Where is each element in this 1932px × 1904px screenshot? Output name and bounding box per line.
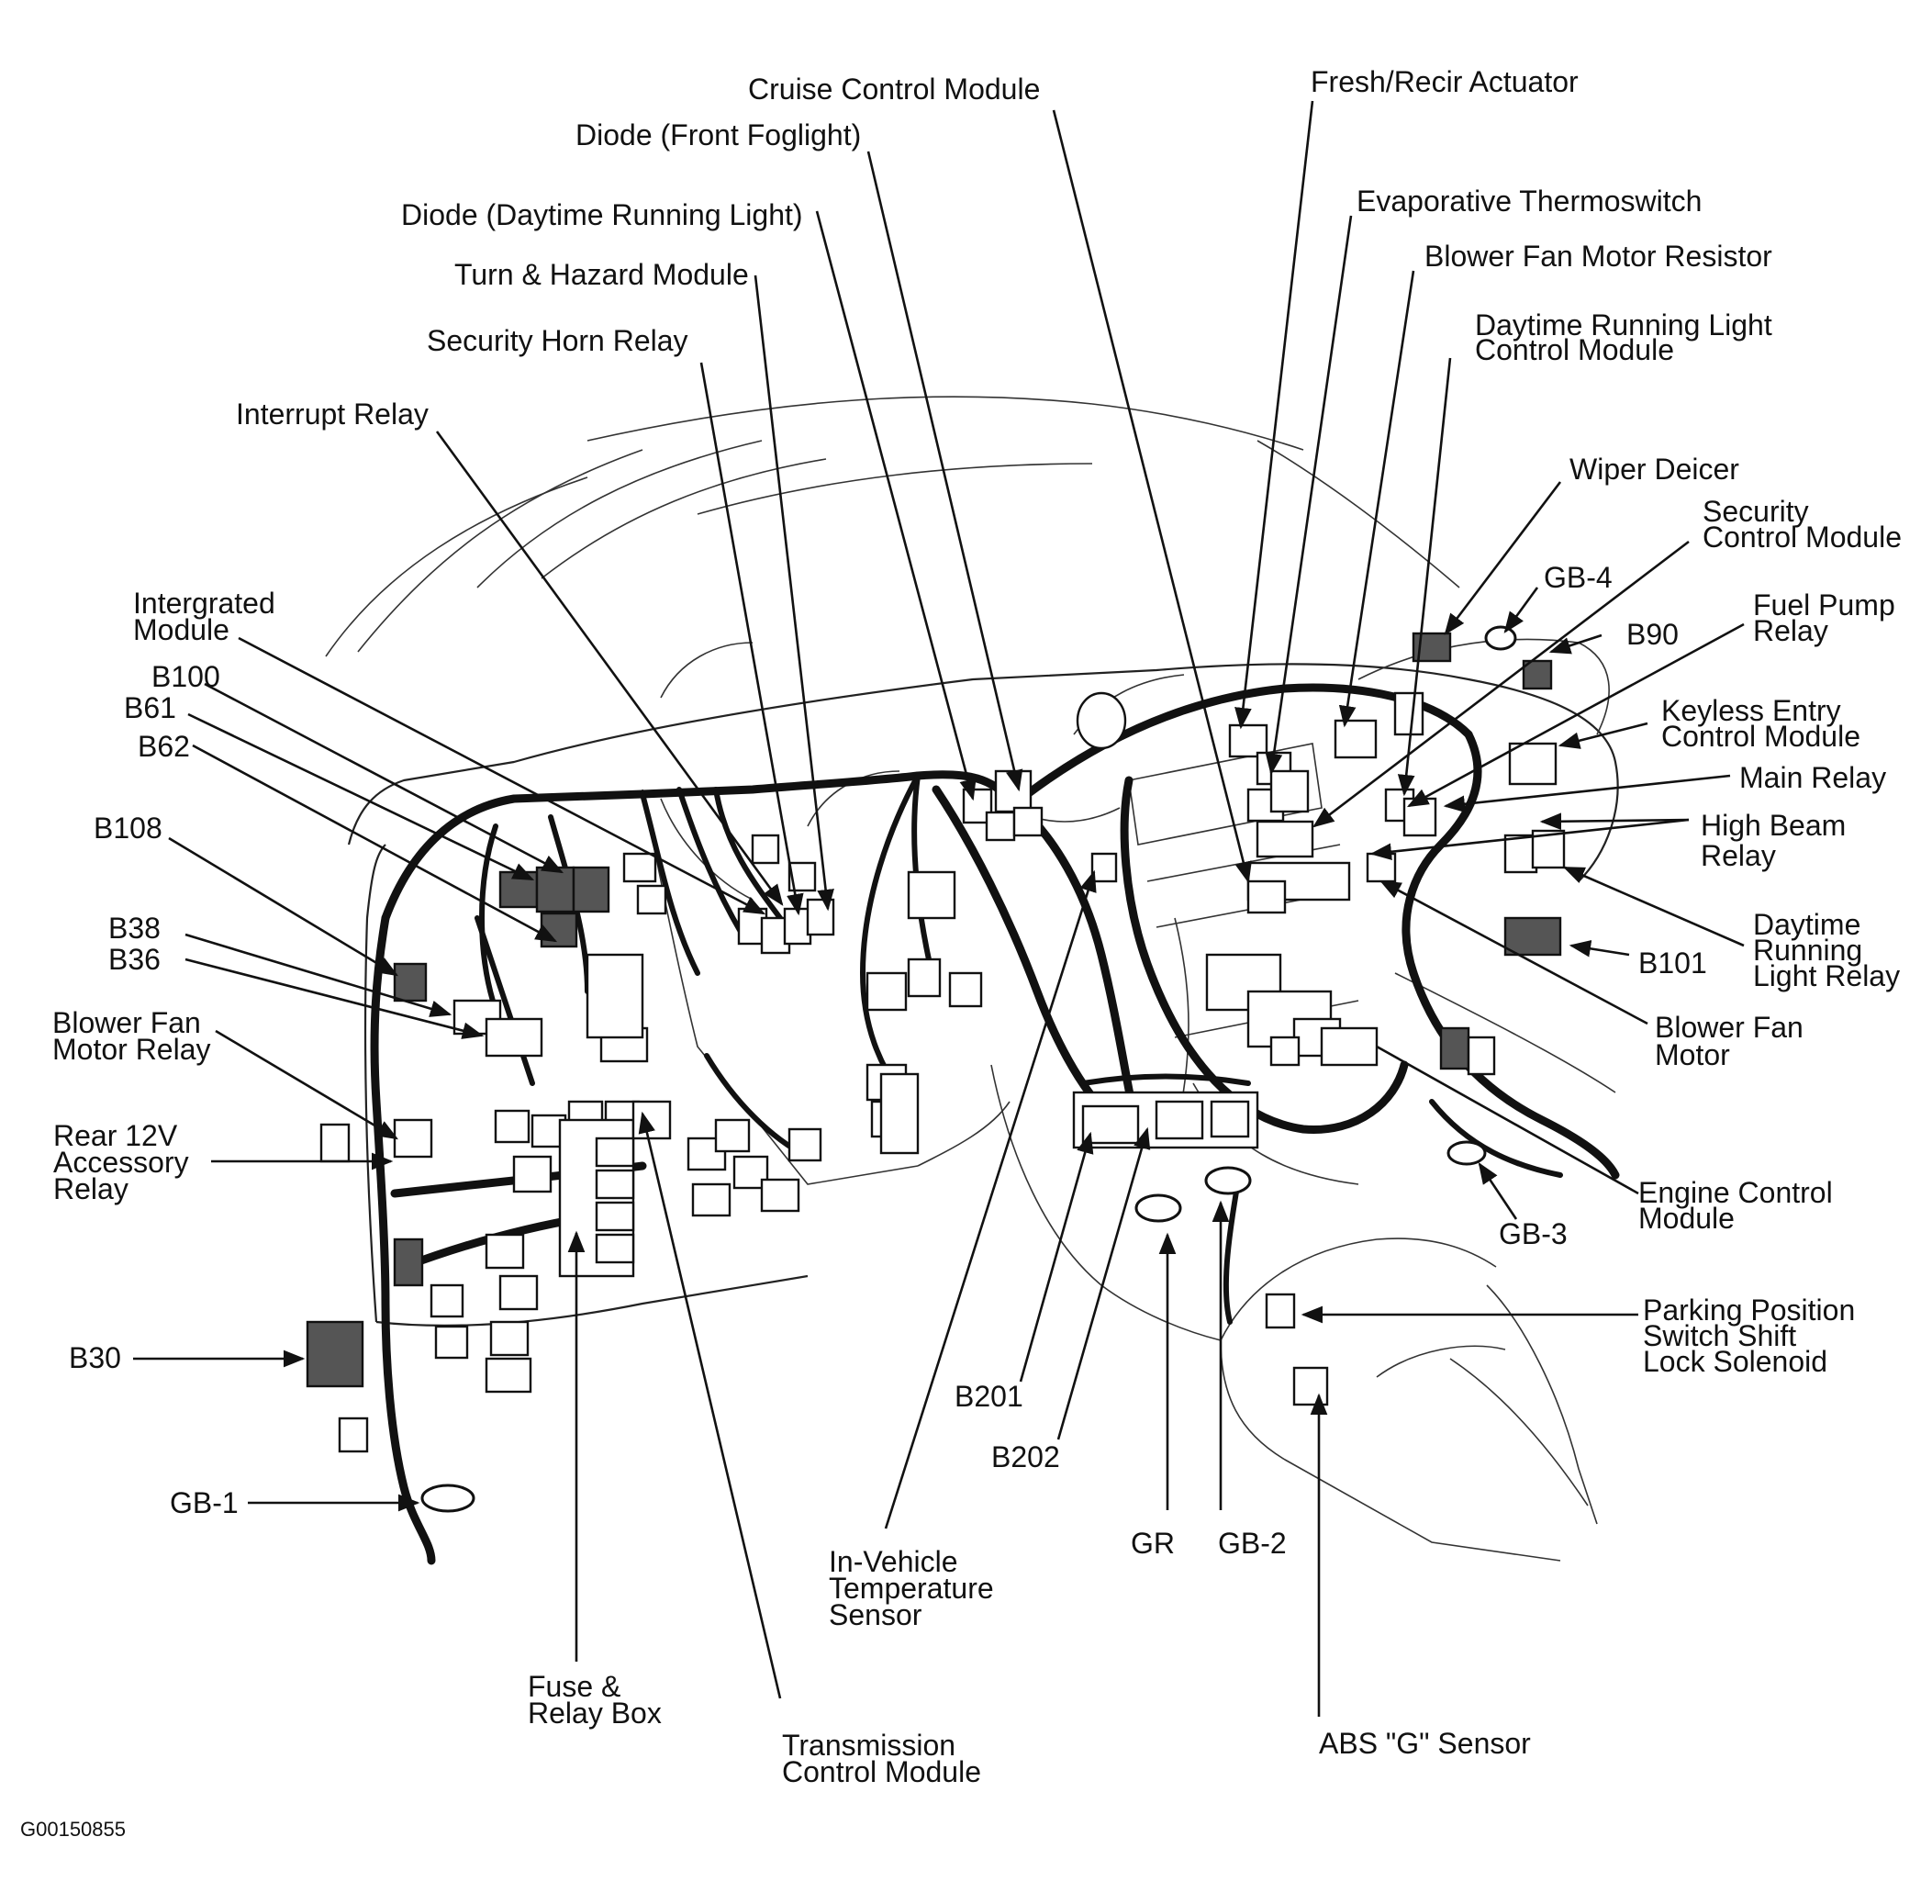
label-fuse-relay-box: Fuse &	[528, 1670, 620, 1703]
label-fuel-pump-relay: Fuel Pump	[1753, 588, 1895, 622]
label-rear-12v: Rear 12V	[53, 1119, 178, 1152]
label-integrated-module-line2: Module	[133, 613, 229, 646]
label-b38: B38	[108, 912, 161, 945]
label-fresh-recir-actuator: Fresh/Recir Actuator	[1311, 65, 1579, 98]
label-keyless-entry-control-module-line2: Control Module	[1661, 720, 1860, 753]
label-turn-hazard-module: Turn & Hazard Module	[454, 258, 749, 291]
label-parking-position-switch-line2: Switch Shift	[1643, 1319, 1796, 1352]
label-gr: GR	[1131, 1527, 1175, 1560]
label-gb1: GB-1	[170, 1486, 239, 1519]
label-drl-control-module: Daytime Running Light	[1475, 308, 1772, 342]
leader-lines	[133, 100, 1745, 1717]
label-parking-position-switch-line3: Lock Solenoid	[1643, 1345, 1827, 1378]
label-high-beam-relay-line2: Relay	[1701, 839, 1776, 872]
label-rear-12v-line3: Relay	[53, 1172, 128, 1205]
label-blower-fan-motor-resistor: Blower Fan Motor Resistor	[1424, 240, 1772, 273]
label-rear-12v-line2: Accessory	[53, 1146, 189, 1179]
label-gb2: GB-2	[1218, 1527, 1287, 1560]
label-evaporative-thermoswitch: Evaporative Thermoswitch	[1357, 185, 1702, 218]
label-blower-fan-motor-relay: Blower Fan	[52, 1006, 201, 1039]
label-blower-fan-motor-line2: Motor	[1655, 1038, 1730, 1071]
label-security-horn-relay: Security Horn Relay	[427, 324, 688, 357]
label-integrated-module: Intergrated	[133, 587, 275, 620]
label-drl-relay: Daytime	[1753, 908, 1860, 941]
label-blower-fan-motor: Blower Fan	[1655, 1011, 1804, 1044]
label-parking-position-switch: Parking Position	[1643, 1294, 1855, 1327]
label-drl-relay-line2: Running	[1753, 934, 1862, 967]
label-gb3: GB-3	[1499, 1217, 1568, 1250]
label-in-vehicle-temp-sensor-line3: Sensor	[829, 1598, 922, 1631]
label-b202: B202	[991, 1440, 1060, 1473]
label-wiper-deicer: Wiper Deicer	[1569, 453, 1739, 486]
figure-code: G00150855	[20, 1818, 126, 1841]
label-b108: B108	[94, 812, 162, 845]
label-abs-g-sensor: ABS "G" Sensor	[1319, 1727, 1531, 1760]
callout-labels: Cruise Control Module Diode (Front Fogli…	[20, 65, 1902, 1841]
label-main-relay: Main Relay	[1739, 761, 1886, 794]
label-keyless-entry-control-module: Keyless Entry	[1661, 694, 1841, 727]
label-cruise-control-module: Cruise Control Module	[748, 73, 1040, 106]
label-security-control-module: Security	[1703, 495, 1809, 528]
label-blower-fan-motor-relay-line2: Motor Relay	[52, 1033, 211, 1066]
label-diode-front-foglight: Diode (Front Foglight)	[575, 118, 861, 151]
label-b100: B100	[151, 660, 220, 693]
label-tcm: Transmission	[782, 1729, 955, 1762]
label-gb4: GB-4	[1544, 561, 1613, 594]
label-fuse-relay-box-line2: Relay Box	[528, 1697, 662, 1730]
label-b30: B30	[69, 1341, 121, 1374]
label-drl-relay-line3: Light Relay	[1753, 959, 1900, 992]
label-diode-drl: Diode (Daytime Running Light)	[401, 198, 803, 231]
label-high-beam-relay: High Beam	[1701, 809, 1846, 842]
label-b61: B61	[124, 691, 176, 724]
label-b36: B36	[108, 943, 161, 976]
label-ecm: Engine Control	[1638, 1176, 1833, 1209]
label-interrupt-relay: Interrupt Relay	[236, 398, 429, 431]
label-b62: B62	[138, 730, 190, 763]
label-tcm-line2: Control Module	[782, 1755, 981, 1788]
label-ecm-line2: Module	[1638, 1202, 1735, 1235]
label-b101: B101	[1638, 946, 1707, 980]
label-b201: B201	[955, 1380, 1023, 1413]
label-drl-control-module-line2: Control Module	[1475, 333, 1674, 366]
label-in-vehicle-temp-sensor: In-Vehicle	[829, 1545, 958, 1578]
label-security-control-module-line2: Control Module	[1703, 521, 1902, 554]
label-b90: B90	[1626, 618, 1679, 651]
components	[306, 625, 1566, 1513]
label-in-vehicle-temp-sensor-line2: Temperature	[829, 1572, 994, 1605]
label-fuel-pump-relay-line2: Relay	[1753, 614, 1828, 647]
